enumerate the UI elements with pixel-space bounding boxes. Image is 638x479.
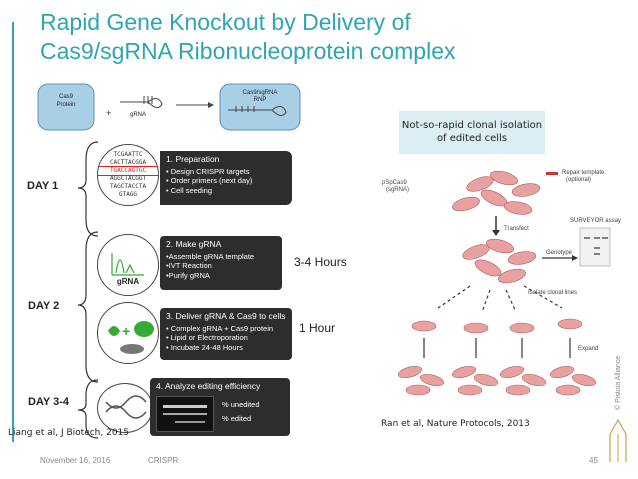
seq-line: TAGCTACCTA — [109, 183, 147, 190]
expand-label: Expand — [578, 346, 598, 352]
step-2-item: •Assemble gRNA template — [166, 251, 255, 261]
step-3-item: • Lipid or Electroporation — [166, 333, 248, 342]
cell-cluster-mid — [462, 238, 537, 284]
title-line-1: Rapid Gene Knockout by Delivery of — [40, 9, 411, 35]
title-line-2: Cas9/sgRNA Ribonucleoprotein complex — [40, 38, 456, 64]
step-2-box: 2. Make gRNA •Assemble gRNA template •IV… — [160, 236, 282, 290]
footer-page-number: 45 — [589, 456, 598, 465]
step-4-box: 4. Analyze editing efficiency % unedited… — [150, 378, 290, 436]
step-3-title: 3. Deliver gRNA & Cas9 to cells — [166, 311, 286, 321]
slide-title: Rapid Gene Knockout by Delivery of Cas9/… — [40, 8, 560, 66]
step-2-item: •IVT Reaction — [166, 261, 212, 270]
grna-icon: gRNA — [120, 96, 163, 118]
day-1-label: DAY 1 — [27, 180, 59, 192]
grna-text-label: gRNA — [130, 112, 146, 118]
svg-text:+: + — [122, 323, 130, 339]
clonal-cells-row-2 — [398, 365, 596, 396]
seq-line: AGGCTACGGT — [109, 175, 147, 182]
surveyor-label: SURVEYOR assay — [570, 218, 621, 224]
isolate-label: Isolate clonal lines — [528, 290, 577, 296]
arrow-icon — [176, 102, 214, 108]
step-1-box: 1. Preparation • Design CRISPR targets •… — [160, 151, 292, 205]
duration-grna: 3-4 Hours — [294, 255, 347, 269]
clonal-workflow-diagram: Repair template(optional) pSpCas9(sgRNA)… — [382, 170, 621, 396]
surveyor-gel-icon — [579, 227, 611, 267]
seq-line: GTAGG — [118, 191, 138, 198]
cell-cluster-top — [452, 170, 541, 215]
step-3-item: • Complex gRNA + Cas9 protein — [166, 323, 274, 333]
day-2-label: DAY 2 — [28, 300, 60, 312]
seq-line: TCGAATTC — [113, 151, 143, 158]
unedited-label: % unedited — [222, 400, 260, 409]
clonal-cells-row-1 — [411, 318, 583, 334]
cas9-delivery-icon: + — [108, 321, 154, 354]
step-1-item: • Cell seeding — [166, 185, 212, 195]
plus-sign: + — [106, 108, 111, 118]
seq-line: CACTTACGGA — [109, 159, 147, 166]
expand-arrows — [423, 338, 571, 358]
step-3-box: 3. Deliver gRNA & Cas9 to cells • Comple… — [160, 308, 292, 360]
gel-image — [156, 396, 214, 432]
sequence-icon: TCGAATTC CACTTACGGA TGACCAGTGC AGGCTACGG… — [97, 144, 159, 206]
accent-bar — [12, 22, 14, 442]
isolation-arrows — [437, 285, 563, 313]
day-3-4-label: DAY 3-4 — [28, 396, 69, 408]
grna-icon-label: gRNA — [116, 277, 140, 286]
logo-icon — [609, 418, 627, 462]
callout-line-1: Not-so-rapid clonal isolation — [401, 120, 543, 131]
copyright-text: © Pistoia Alliance — [615, 355, 622, 410]
step-2-item: •Purify gRNA — [166, 270, 210, 280]
footer-topic: CRISPR — [148, 456, 179, 465]
dna-helix-icon — [105, 395, 147, 419]
citation-ran: Ran et al, Nature Protocols, 2013 — [381, 419, 530, 429]
repair-template-label: Repair template(optional) — [562, 170, 605, 183]
transfect-label: Transfect — [504, 226, 529, 232]
repair-template-icon — [546, 172, 558, 175]
step-1-item: • Order primers (next day) — [166, 176, 253, 185]
seq-line-highlight: TGACCAGTGC — [98, 166, 158, 176]
plasmid-label: pSpCas9(sgRNA) — [382, 180, 409, 193]
genotype-label: Genotype — [546, 250, 573, 256]
edited-label: % edited — [222, 414, 252, 423]
grna-gel-icon: gRNA — [97, 234, 159, 296]
step-1-item: • Design CRISPR targets — [166, 166, 250, 176]
analysis-icon — [97, 383, 153, 433]
step-4-title: 4. Analyze editing efficiency — [156, 381, 261, 391]
step-2-title: 2. Make gRNA — [166, 239, 222, 249]
footer-date: November 16, 2016 — [40, 456, 111, 465]
step-1-title: 1. Preparation — [166, 154, 220, 164]
timeline-braces — [77, 141, 99, 439]
step-3-item: • Incubate 24-48 Hours — [166, 342, 243, 352]
grna-trace-icon — [111, 253, 144, 276]
clonal-isolation-callout: Not-so-rapid clonal isolation of edited … — [399, 111, 545, 154]
duration-delivery: 1 Hour — [299, 321, 336, 335]
citation-liang: Liang et al, J Biotech, 2015 — [8, 428, 130, 438]
delivery-icon: + — [97, 302, 159, 364]
callout-line-2: of edited cells — [436, 133, 508, 144]
